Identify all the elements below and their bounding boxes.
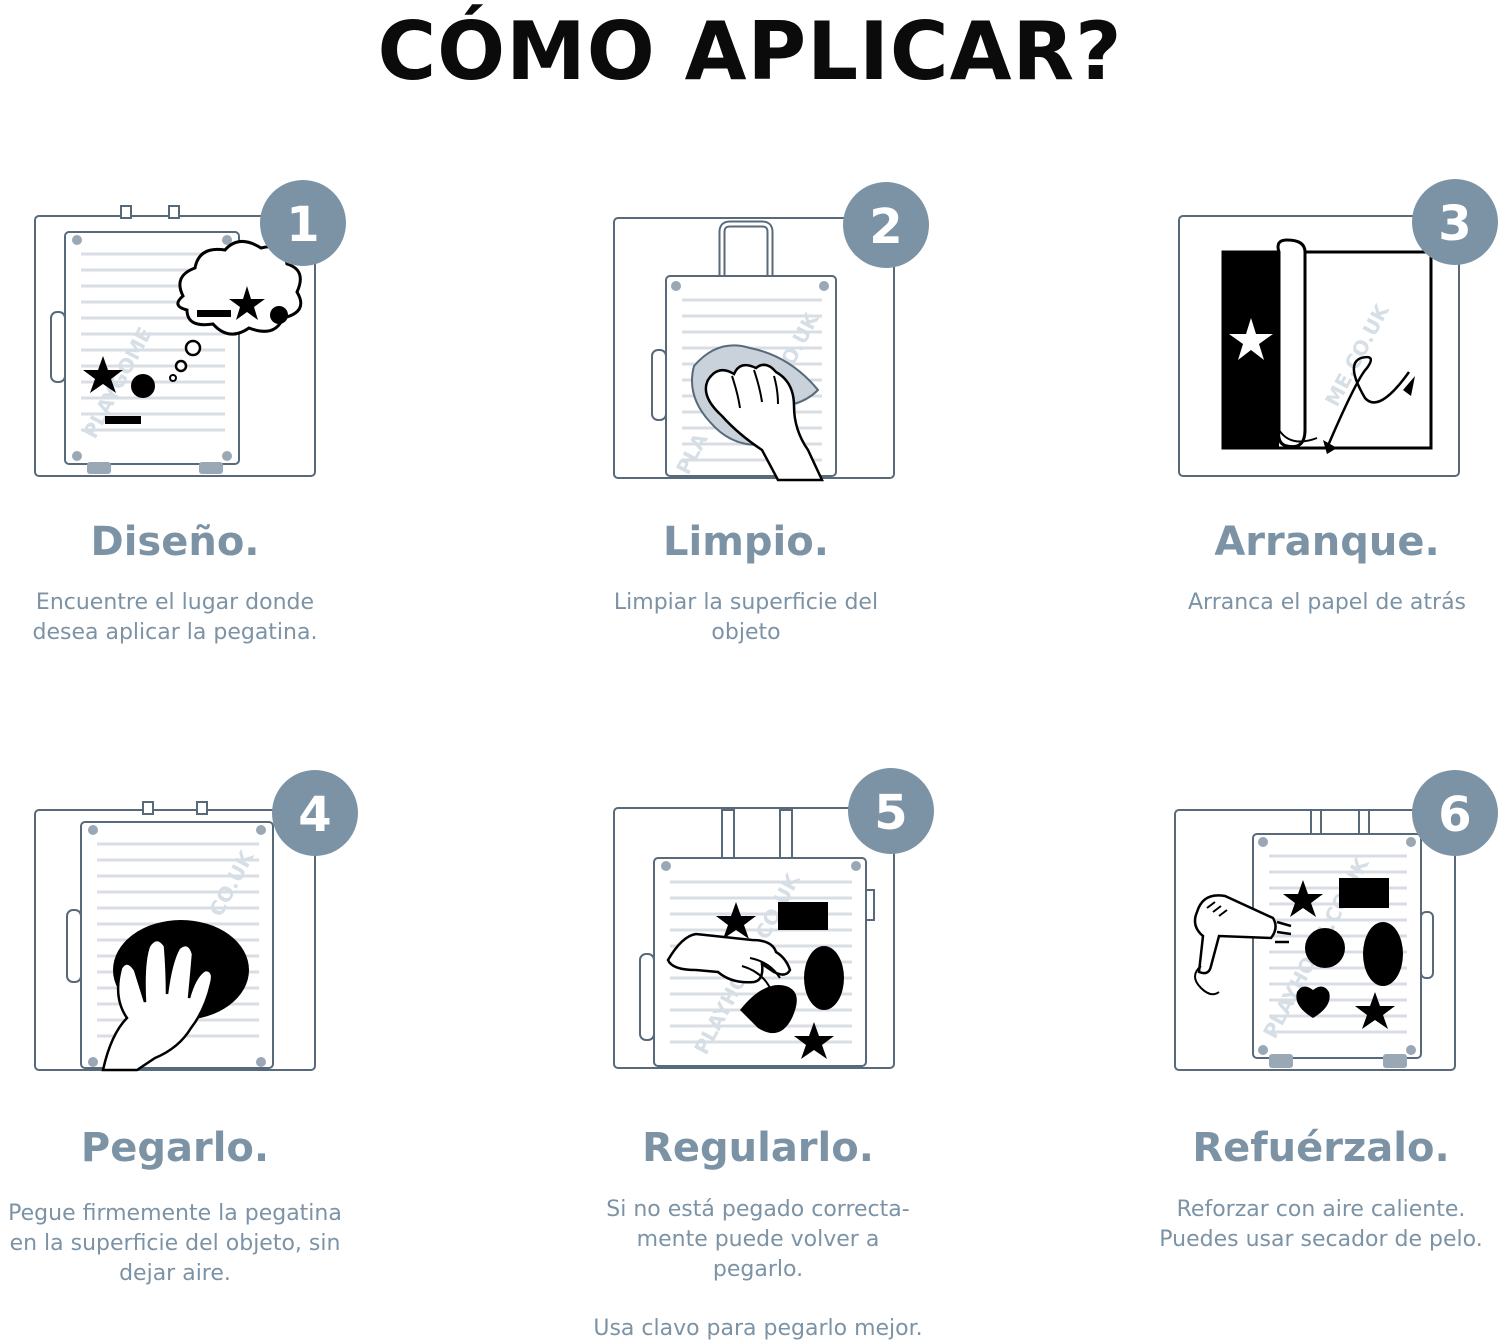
suitcase-thought-bubble-icon: PLAYGOME [33,178,353,488]
step-description: Encuentre el lugar donde desea aplicar l… [32,590,318,645]
step-number-badge: 5 [848,768,934,854]
step-title: Diseño. [90,519,260,565]
svg-text:3: 3 [1438,196,1471,252]
step-title: Refuérzalo. [1192,1125,1450,1171]
step-title: Pegarlo. [80,1125,270,1171]
step-description: Limpiar la superficie del objeto [613,590,879,645]
step-number-badge: 3 [1412,179,1498,265]
step-number-badge: 4 [272,770,358,856]
hand-wiping-cloth-icon: PLA CO.UK [612,180,932,490]
svg-text:2: 2 [869,199,902,255]
peel-backing-paper-icon: ME.CO.UK [1177,178,1497,488]
hair-dryer-icon: PLAYHOME.CO.UK [1173,772,1493,1082]
step-description: Reforzar con aire caliente. Puedes usar … [1159,1197,1483,1252]
step-number-badge: 6 [1412,770,1498,856]
page-title: CÓMO APLICAR? [377,5,1123,98]
hand-smoothing-sticker-icon: PLAYHOME.CO.UK [612,770,932,1080]
svg-text:4: 4 [298,787,331,843]
step-extra-tip: Usa clavo para pegarlo mejor. [593,1316,923,1341]
svg-text:1: 1 [286,197,319,253]
step-number-badge: 2 [843,182,929,268]
hand-pressing-sticker-icon: CO.UK [33,772,353,1082]
svg-text:5: 5 [874,785,907,841]
step-description: Pegue firmemente la pegatina en la super… [8,1201,342,1286]
step-description: Arranca el papel de atrás [1187,590,1467,615]
step-title: Limpio. [663,519,829,565]
step-title: Arranque. [1214,519,1440,565]
step-title: Regularlo. [642,1125,874,1171]
step-number-badge: 1 [260,180,346,266]
svg-text:6: 6 [1438,787,1471,843]
step-description: Si no está pegado correcta- mente puede … [606,1197,910,1282]
